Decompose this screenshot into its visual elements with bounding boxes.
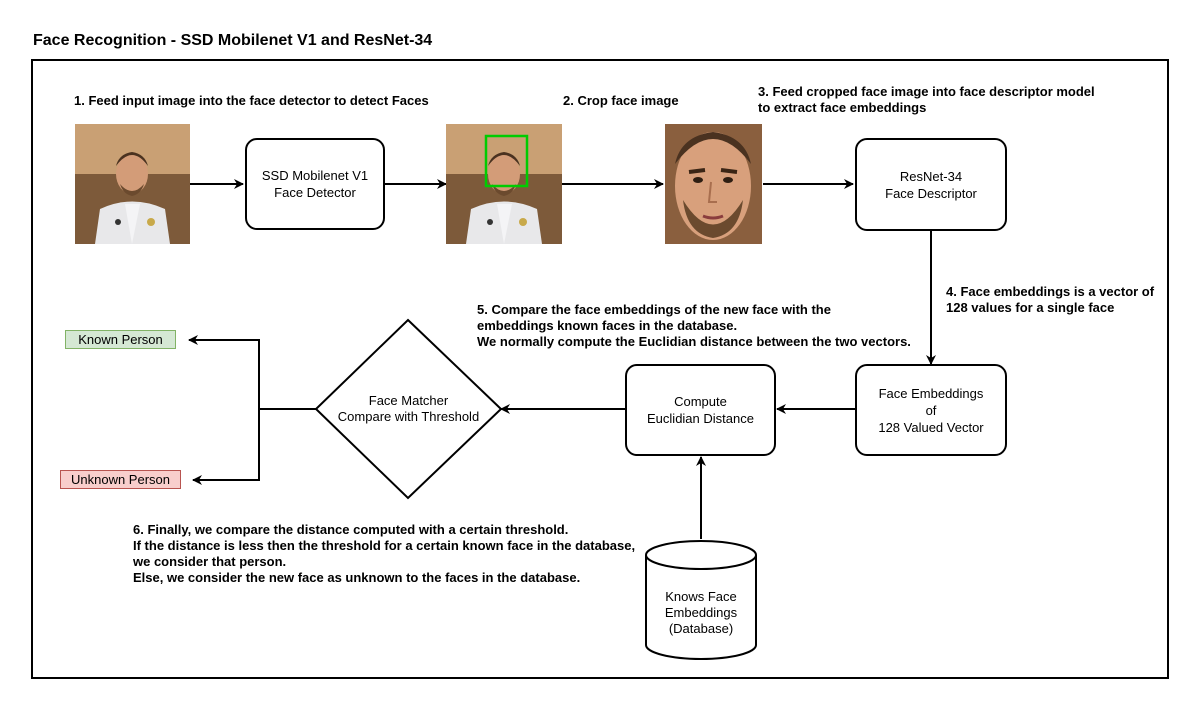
node-label: 128 Valued Vector bbox=[878, 419, 984, 435]
face-matcher-label: Face Matcher Compare with Threshold bbox=[316, 393, 501, 425]
node-label: Embeddings bbox=[664, 605, 738, 620]
step-4-line: 4. Face embeddings is a vector of bbox=[946, 284, 1155, 299]
step-5-line: We normally compute the Euclidian distan… bbox=[477, 334, 911, 349]
face-embeddings-node: Face Embeddings of 128 Valued Vector bbox=[855, 364, 1007, 456]
node-label: Compare with Threshold bbox=[337, 409, 480, 424]
step-2-text: 2. Crop face image bbox=[563, 93, 679, 108]
step-5-text: 5. Compare the face embeddings of the ne… bbox=[477, 302, 911, 350]
step-1-text: 1. Feed input image into the face detect… bbox=[74, 93, 429, 108]
cropped-face-image bbox=[665, 124, 762, 244]
portrait-illustration bbox=[75, 124, 190, 244]
step-3-line: to extract face embeddings bbox=[758, 100, 927, 115]
step-6-line: we consider that person. bbox=[133, 554, 287, 569]
step-6-line: 6. Finally, we compare the distance comp… bbox=[133, 522, 569, 537]
unknown-person-text: Unknown Person bbox=[71, 472, 170, 487]
arrow-matcher-to-unknown bbox=[192, 409, 260, 485]
step-3-line: 3. Feed cropped face image into face des… bbox=[758, 84, 1095, 99]
known-person-label: Known Person bbox=[65, 330, 176, 349]
portrait-illustration bbox=[665, 124, 762, 244]
diagram-title: Face Recognition - SSD Mobilenet V1 and … bbox=[33, 32, 433, 49]
node-label: Face Detector bbox=[274, 185, 356, 200]
node-label: Compute bbox=[674, 394, 727, 409]
unknown-person-label: Unknown Person bbox=[60, 470, 181, 489]
database-cylinder bbox=[645, 555, 757, 660]
diagram-frame bbox=[31, 59, 1169, 679]
node-label: Face Embeddings bbox=[878, 385, 984, 401]
node-label: Face Descriptor bbox=[885, 185, 977, 201]
step-5-line: 5. Compare the face embeddings of the ne… bbox=[477, 302, 831, 317]
arrow-matcher-to-known bbox=[188, 335, 316, 410]
portrait-illustration bbox=[446, 124, 562, 244]
face-detector-node: SSD Mobilenet V1 Face Detector bbox=[245, 138, 385, 230]
step-5-line: embeddings known faces in the database. bbox=[477, 318, 738, 333]
step-4-text: 4. Face embeddings is a vector of 128 va… bbox=[946, 284, 1154, 316]
step-6-line: Else, we consider the new face as unknow… bbox=[133, 570, 581, 585]
step-4-line: 128 values for a single face bbox=[946, 300, 1115, 315]
detected-face-image bbox=[446, 124, 562, 244]
database-label: Knows Face Embeddings (Database) bbox=[646, 589, 756, 637]
detection-box bbox=[484, 134, 529, 188]
node-label: Face Matcher bbox=[368, 393, 449, 408]
input-face-image bbox=[75, 124, 190, 244]
compute-distance-node: Compute Euclidian Distance bbox=[625, 364, 776, 456]
step-6-text: 6. Finally, we compare the distance comp… bbox=[133, 522, 635, 586]
node-label: of bbox=[925, 402, 937, 418]
known-person-text: Known Person bbox=[78, 332, 163, 347]
step-3-text: 3. Feed cropped face image into face des… bbox=[758, 84, 1095, 116]
node-label: (Database) bbox=[668, 621, 734, 636]
node-label: ResNet-34 bbox=[899, 168, 963, 184]
node-label: Knows Face bbox=[665, 589, 737, 604]
node-label: Euclidian Distance bbox=[647, 411, 754, 426]
node-label: SSD Mobilenet V1 bbox=[261, 168, 369, 183]
matcher-diamond bbox=[314, 318, 503, 500]
step-6-line: If the distance is less then the thresho… bbox=[133, 538, 636, 553]
face-descriptor-node: ResNet-34 Face Descriptor bbox=[855, 138, 1007, 231]
database-cylinder-top bbox=[645, 540, 757, 570]
